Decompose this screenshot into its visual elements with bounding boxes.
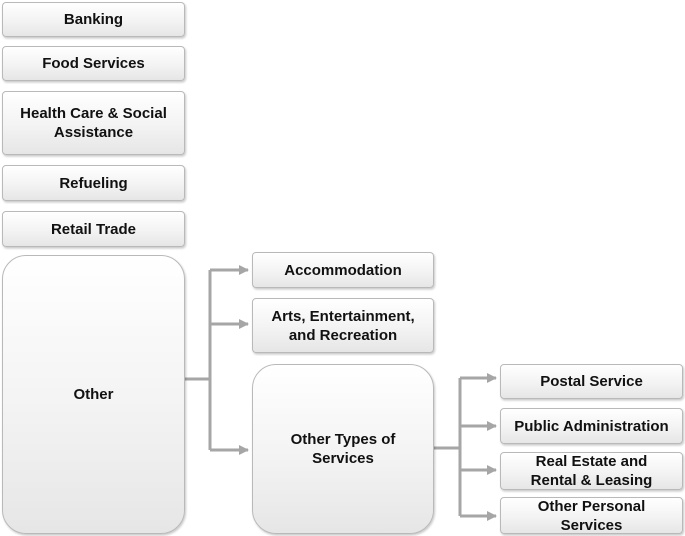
node-postal-service: Postal Service — [500, 364, 683, 399]
node-other: Other — [2, 255, 185, 534]
node-health-care-label: Health Care & Social Assistance — [20, 105, 167, 141]
node-food-services-label: Food Services — [42, 55, 145, 72]
node-refueling-label: Refueling — [59, 174, 128, 192]
node-other-personal-services: Other Personal Services — [500, 497, 683, 534]
node-retail-trade-label: Retail Trade — [50, 220, 137, 238]
node-public-administration: Public Administration — [500, 408, 683, 444]
node-accommodation-label: Accommodation — [284, 261, 402, 279]
node-health-care: Health Care & Social Assistance — [2, 91, 185, 155]
node-postal-service-label: Postal Service — [540, 373, 643, 390]
node-public-administration-label: Public Administration — [514, 417, 669, 435]
node-other-personal-services-label: Other Personal Services — [537, 497, 646, 534]
node-food-services: Food Services — [2, 46, 185, 81]
node-real-estate-label: Real Estate and Rental & Leasing — [530, 453, 653, 489]
node-other-label: Other — [73, 386, 114, 403]
node-real-estate: Real Estate and Rental & Leasing — [500, 452, 683, 490]
node-retail-trade: Retail Trade — [2, 211, 185, 247]
node-other-types-of-services-label: Other Types of Services — [290, 431, 396, 467]
node-accommodation: Accommodation — [252, 252, 434, 288]
node-banking-label: Banking — [63, 11, 124, 28]
node-other-types-of-services: Other Types of Services — [252, 364, 434, 534]
node-banking: Banking — [2, 2, 185, 37]
node-refueling: Refueling — [2, 165, 185, 201]
node-arts-entertainment: Arts, Entertainment, and Recreation — [252, 298, 434, 353]
node-arts-entertainment-label: Arts, Entertainment, and Recreation — [271, 307, 415, 344]
